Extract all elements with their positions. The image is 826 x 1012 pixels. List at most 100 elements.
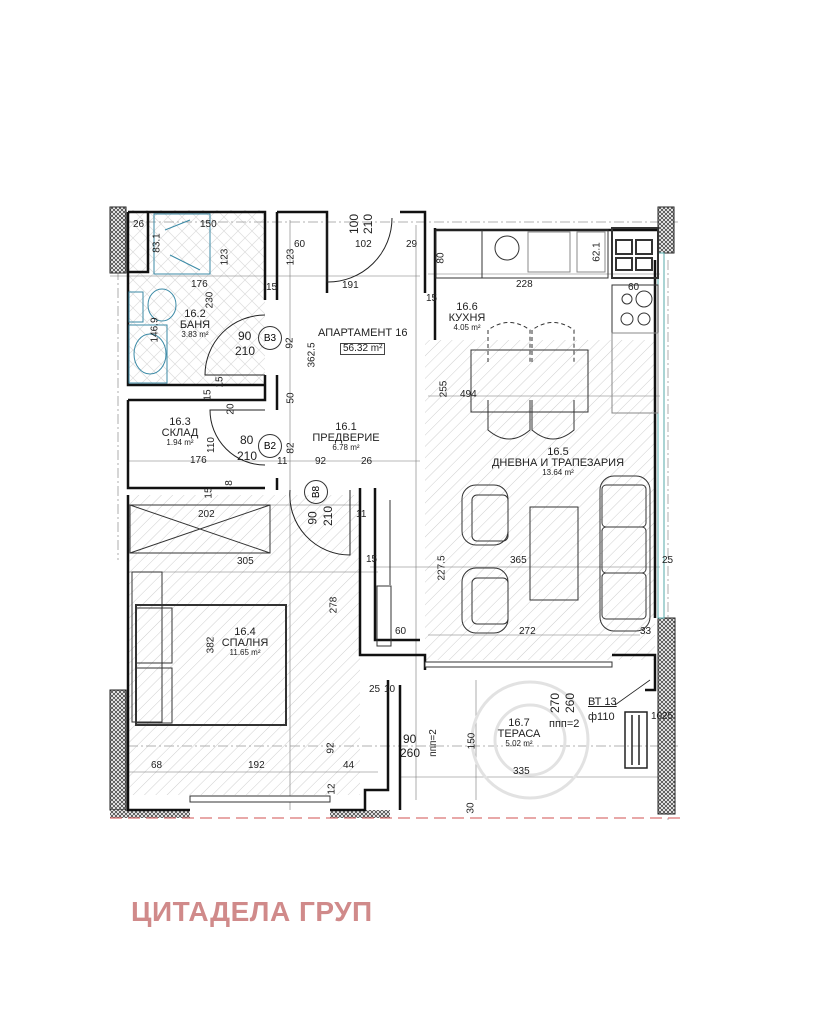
apartment-label: АПАРТАМЕНТ 16 56.32 m² [318, 328, 407, 355]
dim-label: 228 [516, 279, 533, 290]
terrace-window-w1: 270 [548, 692, 563, 714]
dim-label: 25 [662, 711, 674, 722]
dim-label: 11 [277, 456, 288, 467]
dim-label: 176 [191, 279, 208, 290]
dim-label: 92 [325, 742, 337, 754]
radiator-diameter: ф110 [588, 711, 615, 723]
dim-label: 15 [426, 293, 438, 304]
dim-label: 192 [248, 760, 265, 771]
dim-label: 227.5 [436, 555, 448, 581]
dim-label: 44 [343, 760, 355, 771]
dim-label: 150 [200, 219, 217, 230]
terrace-door-width: 90 [403, 732, 417, 746]
dim-label: 494 [460, 389, 477, 400]
radiator-code: ВТ 13 [588, 696, 617, 708]
dim-label: 82 [285, 442, 297, 454]
entrance-door-width: 100 [347, 213, 362, 235]
dim-label: 68 [151, 760, 163, 771]
entrance-door-height: 210 [361, 213, 376, 235]
watermark-logo [470, 680, 590, 800]
dim-label: 83.1 [151, 233, 163, 253]
brand-name: ЦИТАДЕЛА ГРУП [131, 896, 373, 927]
bedroom-furniture [129, 504, 287, 726]
dim-label: 26 [361, 456, 373, 467]
terrace-window-note: ппп=2 [549, 718, 580, 730]
dining-table [470, 322, 589, 440]
dim-label: 146.9 [149, 317, 161, 343]
dim-label: 150 [466, 732, 478, 750]
dim-label: 30 [465, 802, 477, 814]
dim-label: 10 [384, 684, 396, 695]
dim-label: 92 [315, 456, 327, 467]
room-label-hallway: 16.1 ПРЕДВЕРИЕ 6.78 m² [312, 421, 380, 452]
dim-label: 278 [328, 596, 340, 614]
dim-label: 10 [651, 711, 663, 722]
dim-label: 60 [395, 626, 407, 637]
dim-label: 29 [406, 239, 418, 250]
floor-hatch [128, 210, 655, 795]
terrace-door-height: 260 [400, 746, 421, 760]
dim-label: 123 [219, 248, 231, 266]
door-tag-b8: В8 [304, 480, 328, 504]
door-b3-height: 210 [235, 344, 256, 358]
dim-label: 176 [190, 455, 207, 466]
dim-label: 230 [204, 291, 216, 309]
room-label-bathroom: 16.2 БАНЯ 3.83 m² [179, 308, 211, 339]
room-label-terrace: 16.7 ТЕРАСА 5.02 m² [497, 717, 541, 748]
windows [189, 252, 665, 803]
radiator-symbol [614, 679, 651, 769]
living-furniture [376, 475, 651, 647]
dim-label: 382 [205, 636, 217, 654]
door-tag-b2: В2 [258, 434, 282, 458]
dim-label: 15 [266, 282, 278, 293]
door-b8-width: 90 [305, 511, 320, 525]
dim-label: 15 [203, 487, 215, 499]
terrace-door-note: ппп=2 [427, 729, 439, 757]
dim-label: 80 [435, 252, 447, 264]
dim-label: 11 [356, 509, 367, 520]
kitchen-fixtures [435, 227, 659, 414]
dim-label: 62.1 [591, 242, 603, 262]
terrace-window-w2: 260 [563, 692, 578, 714]
dim-label: 8 [223, 480, 235, 486]
dim-label: 60 [294, 239, 306, 250]
dim-label: 255 [438, 380, 450, 398]
dim-label: 191 [342, 280, 359, 291]
door-b3-width: 90 [238, 329, 252, 343]
dim-label: 50 [285, 392, 297, 404]
door-b8-height: 210 [321, 505, 336, 527]
axis-lines [110, 221, 680, 820]
dim-label: 305 [237, 556, 254, 567]
bathroom-fixtures [128, 213, 211, 384]
dim-label: 202 [198, 509, 215, 520]
dim-label: 362.5 [306, 342, 318, 368]
external-masonry [109, 206, 676, 818]
door-b2-height: 210 [237, 449, 258, 463]
room-label-storage: 16.3 СКЛАД 1.94 m² [161, 416, 199, 447]
dim-label: 110 [205, 437, 217, 453]
dim-label: 272 [519, 626, 536, 637]
door-b2-width: 80 [240, 433, 254, 447]
room-label-bedroom: 16.4 СПАЛНЯ 11.65 m² [221, 626, 269, 657]
dim-label: 26 [133, 219, 145, 230]
dim-label: 92 [284, 337, 296, 349]
room-label-kitchen: 16.6 КУХНЯ 4.05 m² [448, 301, 486, 332]
dim-label: 15 [366, 554, 378, 565]
dim-label: 335 [513, 766, 530, 777]
room-label-living: 16.5 ДНЕВНА И ТРАПЕЗАРИЯ 13.64 m² [491, 446, 625, 477]
dim-label: 15 [214, 376, 226, 388]
apartment-area: 56.32 m² [339, 343, 386, 355]
dim-label: 25 [662, 555, 674, 566]
dim-label: 25 [369, 684, 381, 695]
door-swings [204, 217, 393, 556]
door-tag-b3: В3 [258, 326, 282, 350]
dim-label: 102 [355, 239, 372, 250]
dim-label: 20 [225, 403, 237, 415]
apartment-title: АПАРТАМЕНТ 16 [318, 327, 408, 339]
dim-label: 15 [202, 389, 214, 401]
dim-label: 60 [628, 282, 640, 293]
dim-label: 365 [510, 555, 527, 566]
dim-label: 123 [285, 248, 297, 266]
dim-label: 12 [326, 783, 338, 795]
